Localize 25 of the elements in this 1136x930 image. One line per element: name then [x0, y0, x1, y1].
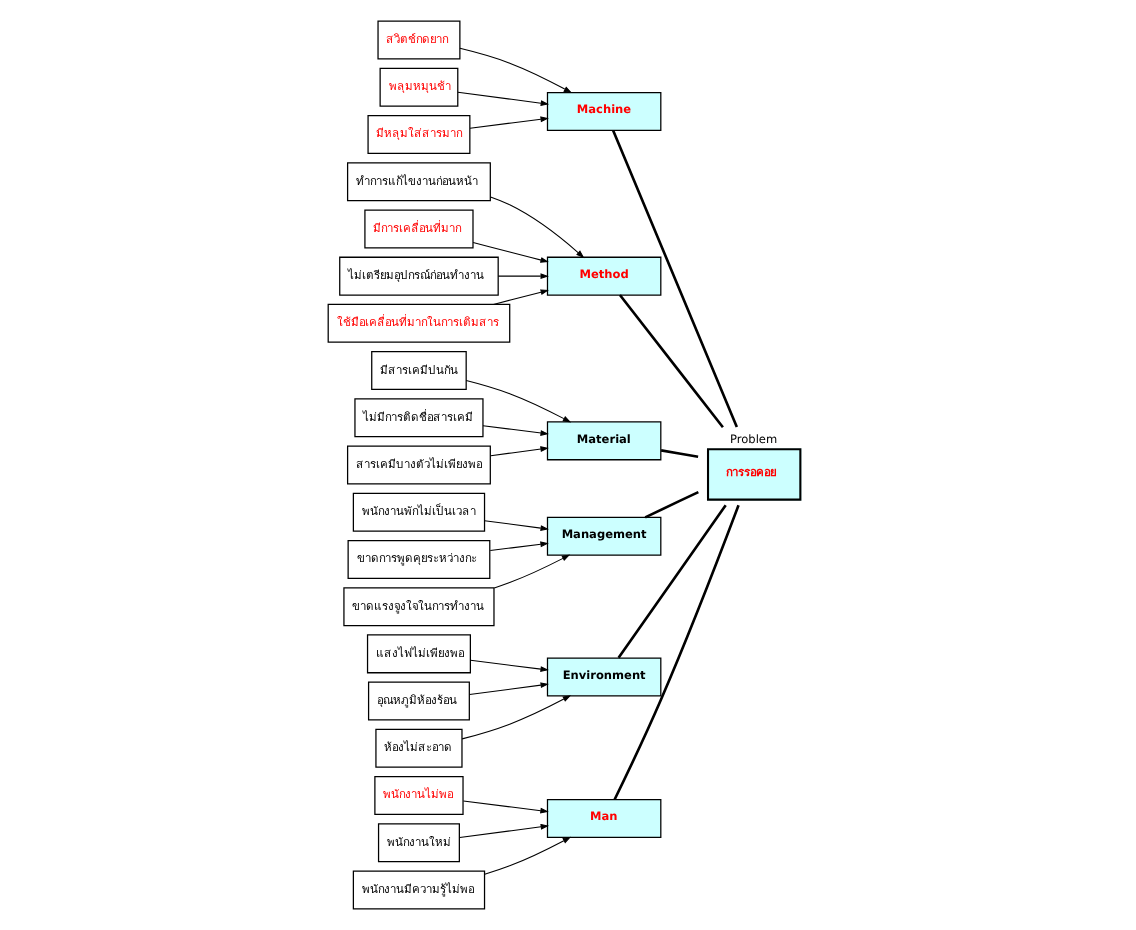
- arrow: [471, 242, 548, 263]
- connector: [617, 294, 723, 429]
- arrow: [468, 682, 548, 696]
- connector: [612, 504, 739, 801]
- arrow: [469, 659, 548, 672]
- arrow: [464, 379, 571, 423]
- arrow: [458, 823, 549, 838]
- arrow: [489, 446, 548, 457]
- arrow: [461, 800, 548, 814]
- arrow: [460, 695, 571, 740]
- arrow: [481, 425, 548, 436]
- arrow: [483, 520, 548, 532]
- connector: [659, 449, 698, 458]
- arrow: [483, 836, 571, 875]
- connector: [643, 490, 698, 519]
- connector: [610, 129, 738, 428]
- arrow: [489, 196, 584, 259]
- arrow: [456, 91, 549, 107]
- arrow: [496, 273, 548, 280]
- arrow: [458, 47, 572, 94]
- arrow: [468, 116, 548, 129]
- connector: [616, 504, 726, 659]
- arrow: [491, 289, 548, 305]
- arrow: [492, 554, 570, 589]
- arrow: [488, 541, 548, 552]
